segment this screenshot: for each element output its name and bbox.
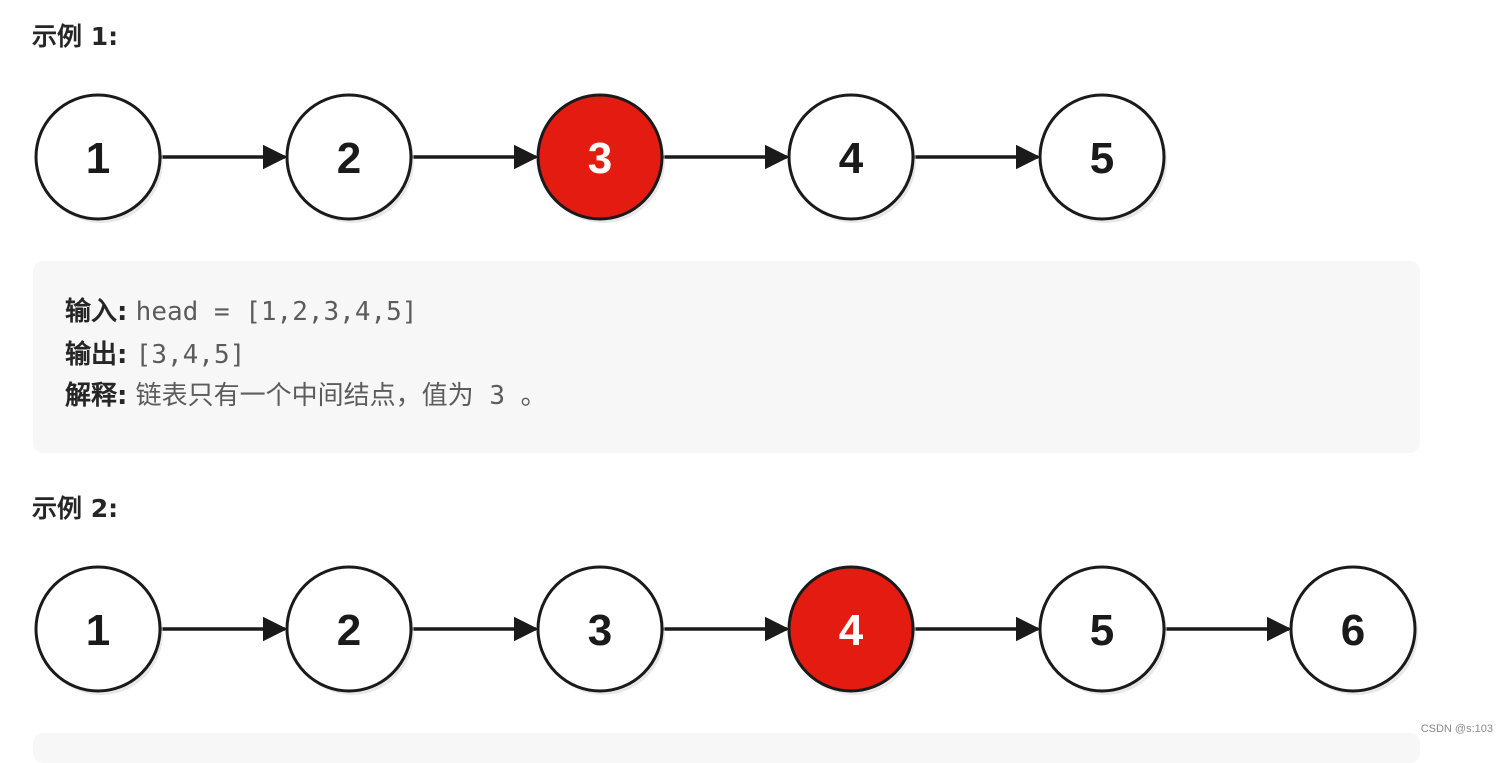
- explanation-line: 解释: 链表只有一个中间结点，值为 3 。: [65, 383, 547, 409]
- list1-node-3: [536, 93, 664, 221]
- input-label: 输入:: [65, 297, 128, 327]
- list2-node-2: [285, 565, 413, 693]
- list1-node-label-1: 1: [86, 134, 110, 183]
- list1-node-1: [34, 93, 162, 221]
- list2-node-label-4: 4: [839, 606, 864, 655]
- list2-node-3: [536, 565, 664, 693]
- input-line: 输入: head = [1,2,3,4,5]: [65, 299, 417, 325]
- output-line: 输出: [3,4,5]: [65, 342, 245, 368]
- explanation-text: 链表只有一个中间结点，值为: [135, 381, 474, 411]
- explanation-value: 3: [473, 381, 521, 411]
- list1-node-label-3: 3: [588, 134, 612, 183]
- list1-node-5: [1038, 93, 1166, 221]
- list1-node-label-2: 2: [337, 134, 361, 183]
- list1-node-label-4: 4: [839, 134, 864, 183]
- example-1-heading: 示例 1:: [32, 22, 119, 51]
- list2-node-6: [1289, 565, 1417, 693]
- explanation-label: 解释:: [65, 381, 128, 411]
- example-1-code-block: 输入: head = [1,2,3,4,5] 输出: [3,4,5] 解释: 链…: [33, 261, 1420, 453]
- list2-node-label-6: 6: [1341, 606, 1365, 655]
- example-2-heading: 示例 2:: [32, 494, 119, 523]
- list2-node-1: [34, 565, 162, 693]
- list2-node-label-3: 3: [588, 606, 612, 655]
- watermark: CSDN @s:103: [1420, 723, 1493, 735]
- output-value: [3,4,5]: [135, 340, 246, 370]
- list2-node-5: [1038, 565, 1166, 693]
- list1-node-label-5: 5: [1090, 134, 1114, 183]
- list1-node-2: [285, 93, 413, 221]
- list2-node-label-1: 1: [86, 606, 110, 655]
- explanation-tail: 。: [520, 381, 547, 411]
- list2-node-label-5: 5: [1090, 606, 1114, 655]
- linked-list-diagram-2: 1 2 3 4 5 6: [34, 565, 1418, 695]
- list2-node-label-2: 2: [337, 606, 361, 655]
- example-2-code-block: [33, 733, 1420, 763]
- linked-list-diagram-1: 1 2 3 4 5: [34, 93, 1167, 223]
- output-label: 输出:: [65, 340, 128, 370]
- input-value: head = [1,2,3,4,5]: [135, 297, 418, 327]
- list1-node-4: [787, 93, 915, 221]
- list2-node-4: [787, 565, 915, 693]
